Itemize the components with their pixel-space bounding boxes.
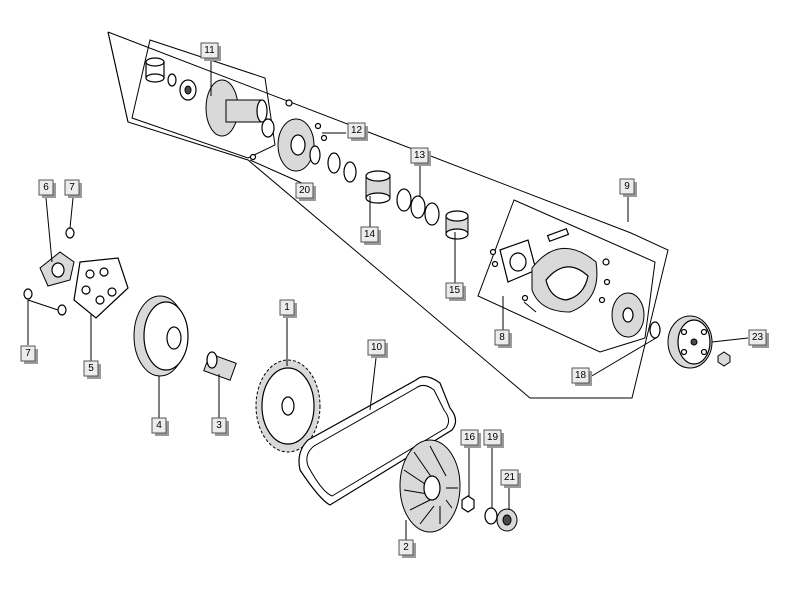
svg-text:9: 9 — [624, 181, 630, 192]
assembly-outline — [107, 31, 669, 399]
callout-6: 6 — [38, 179, 56, 198]
drive-belt-icon — [298, 376, 457, 506]
svg-text:10: 10 — [371, 342, 383, 353]
oring-icon — [309, 145, 321, 165]
callout-13: 13 — [410, 147, 431, 166]
bushing-sleeve-icon — [145, 57, 165, 83]
svg-text:2: 2 — [403, 542, 409, 553]
svg-text:20: 20 — [299, 185, 311, 196]
seal-ring-icon — [261, 118, 275, 138]
svg-text:1: 1 — [284, 302, 290, 313]
spring-ring-icon — [424, 202, 440, 226]
callout-5: 5 — [83, 360, 101, 379]
variator-hub-icon — [73, 257, 129, 319]
svg-text:19: 19 — [487, 432, 499, 443]
movable-pulley-half-icon — [277, 118, 315, 172]
group-8-outline — [477, 199, 656, 353]
oring-icon — [343, 161, 357, 183]
callout-10: 10 — [367, 339, 388, 358]
slider-icon — [65, 227, 75, 239]
slider-icon — [23, 288, 33, 300]
svg-text:21: 21 — [504, 472, 516, 483]
callout-7-bottom: 7 — [20, 345, 38, 364]
svg-text:3: 3 — [216, 420, 222, 431]
callout-7-top: 7 — [64, 179, 82, 198]
clutch-shoe-assembly-icon — [489, 227, 645, 338]
driven-pulley-half-icon — [205, 79, 268, 137]
nut-icon — [717, 351, 731, 367]
washer-icon — [167, 73, 177, 87]
svg-text:7: 7 — [69, 182, 75, 193]
callout-21: 21 — [500, 469, 521, 488]
svg-text:4: 4 — [156, 420, 162, 431]
callout-1: 1 — [279, 299, 297, 318]
svg-text:5: 5 — [88, 363, 94, 374]
svg-text:16: 16 — [464, 432, 476, 443]
pin-icon — [314, 122, 322, 130]
variator-bushing-icon — [203, 351, 237, 381]
spring-ring-icon — [396, 188, 412, 212]
svg-text:15: 15 — [449, 285, 461, 296]
svg-text:18: 18 — [575, 370, 587, 381]
cooling-fan-icon — [399, 439, 461, 533]
spacer-sleeve-icon — [445, 210, 469, 240]
leader-lines — [27, 60, 749, 540]
callout-18: 18 — [571, 367, 592, 386]
bearing-icon — [179, 79, 197, 101]
pin-icon — [320, 134, 328, 142]
clutch-bell-icon — [667, 315, 713, 369]
callout-15: 15 — [445, 282, 466, 301]
callout-14: 14 — [360, 226, 381, 245]
svg-text:8: 8 — [499, 332, 505, 343]
slider-icon — [57, 304, 67, 316]
svg-text:11: 11 — [204, 45, 215, 56]
ramp-plate-icon — [39, 251, 75, 287]
starter-gear-icon — [255, 359, 321, 453]
flange-nut-icon — [496, 508, 518, 532]
svg-text:12: 12 — [351, 125, 363, 136]
washer-icon — [484, 507, 498, 525]
clutch-washer-icon — [649, 321, 661, 339]
callout-23: 23 — [748, 329, 769, 348]
callout-11: 11 — [200, 42, 221, 61]
pin-icon — [285, 99, 293, 107]
callout-20: 20 — [295, 182, 316, 201]
svg-text:7: 7 — [25, 348, 31, 359]
callout-19: 19 — [483, 429, 504, 448]
collar-sleeve-icon — [365, 170, 391, 204]
group-11-outline — [131, 39, 276, 159]
callout-4: 4 — [151, 417, 169, 436]
callout-8: 8 — [494, 329, 512, 348]
svg-text:23: 23 — [752, 332, 764, 343]
callout-2: 2 — [398, 539, 416, 558]
svg-text:6: 6 — [43, 182, 49, 193]
pin-icon — [249, 153, 257, 161]
fixed-pulley-half-icon — [133, 295, 189, 377]
small-nut-icon — [461, 495, 475, 513]
callout-16: 16 — [460, 429, 481, 448]
svg-text:13: 13 — [414, 150, 426, 161]
callout-9: 9 — [619, 178, 637, 197]
callout-12: 12 — [347, 122, 368, 141]
svg-text:14: 14 — [364, 229, 376, 240]
oring-icon — [327, 152, 341, 174]
callout-3: 3 — [211, 417, 229, 436]
spring-ring-icon — [410, 195, 426, 219]
